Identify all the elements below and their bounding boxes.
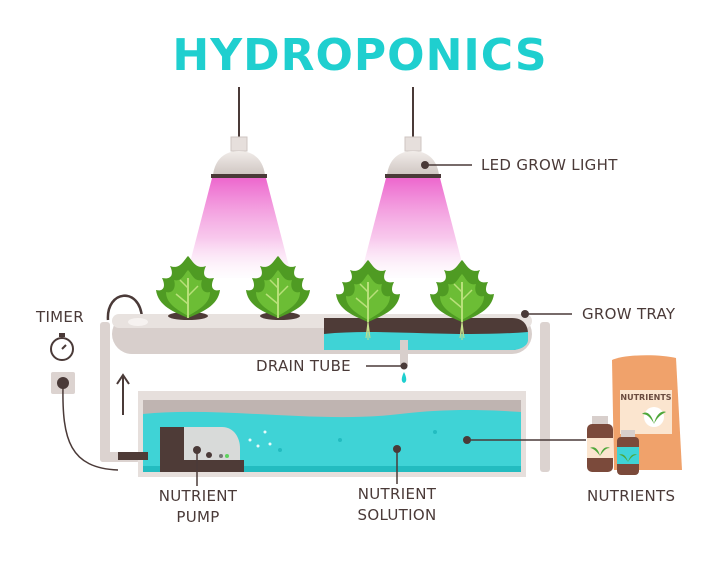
nutrient-solution-label: NUTRIENT SOLUTION [347, 484, 447, 526]
left-support [100, 322, 110, 462]
nutrient-pump-label-line2: PUMP [176, 508, 220, 526]
drain-tube [400, 340, 408, 366]
grow-tray-label: GROW TRAY [582, 305, 676, 323]
nutrient-bottle-large [587, 416, 613, 472]
light-beam-right [360, 178, 466, 278]
diagram-title: HYDROPONICS [172, 30, 548, 81]
light-beam-left [186, 178, 292, 278]
nutrient-pump-label-line1: NUTRIENT [158, 487, 238, 505]
led-grow-light-label: LED GROW LIGHT [481, 156, 618, 174]
nutrient-solution-label-line2: SOLUTION [357, 506, 437, 524]
timer-label: TIMER [36, 308, 84, 326]
right-support [540, 322, 550, 472]
drain-tube-label: DRAIN TUBE [256, 357, 351, 375]
water-drop [401, 372, 407, 383]
nutrient-bottle-small [617, 430, 639, 475]
timer-icon [50, 333, 74, 361]
nutrient-solution-label-line1: NUTRIENT [357, 485, 437, 503]
nutrient-pump [118, 427, 244, 472]
grow-tray [112, 312, 532, 354]
bag-label: NUTRIENTS [620, 393, 671, 402]
nutrient-pump-label: NUTRIENT PUMP [148, 486, 248, 528]
power-socket-icon [51, 372, 75, 394]
nutrients-label: NUTRIENTS [587, 487, 676, 505]
led-grow-light-left [210, 86, 268, 179]
